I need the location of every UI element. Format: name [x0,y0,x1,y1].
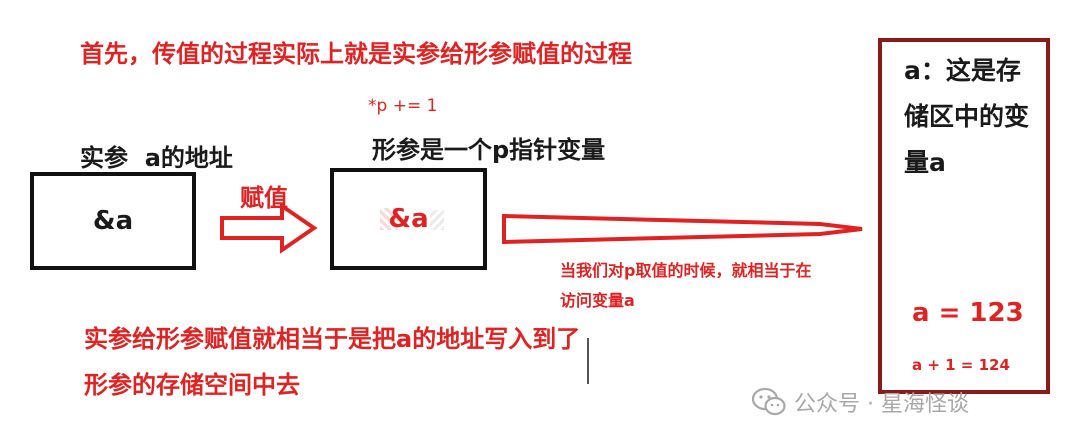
wechat-icon [751,387,786,417]
text-cursor-line [587,338,589,384]
storage-expression: a + 1 = 124 [912,356,1010,374]
formal-param-box: &a [330,168,487,270]
title: 首先，传值的过程实际上就是实参给形参赋值的过程 [80,40,632,68]
bottom-note: 实参给形参赋值就相当于是把a的地址写入到了形参的存储空间中去 [84,325,581,399]
storage-area-box: a：这是存储区中的变量a a = 123 a + 1 = 124 [878,38,1050,394]
formal-param-label: 形参是一个p指针变量 [372,136,606,164]
formal-box-value: &a [388,204,429,234]
watermark-text: 公众号 · 星海怪谈 [794,392,969,417]
actual-param-box: &a [30,172,196,270]
storage-value: a = 123 [912,298,1024,328]
access-note: 当我们对p取值的时候，就相当于在访问变量a [560,261,812,310]
storage-description: a：这是存储区中的变量a [904,56,1030,177]
watermark: 公众号 · 星海怪谈 [751,386,969,418]
actual-box-value: &a [92,206,134,236]
access-arrow [502,213,863,245]
blur-artifact [430,210,444,230]
actual-param-label: 实参 a的地址 [80,144,233,172]
assign-arrow [220,202,318,254]
blur-artifact [380,208,398,230]
assign-label: 赋值 [240,184,288,212]
pointer-expression: *p += 1 [368,96,438,116]
